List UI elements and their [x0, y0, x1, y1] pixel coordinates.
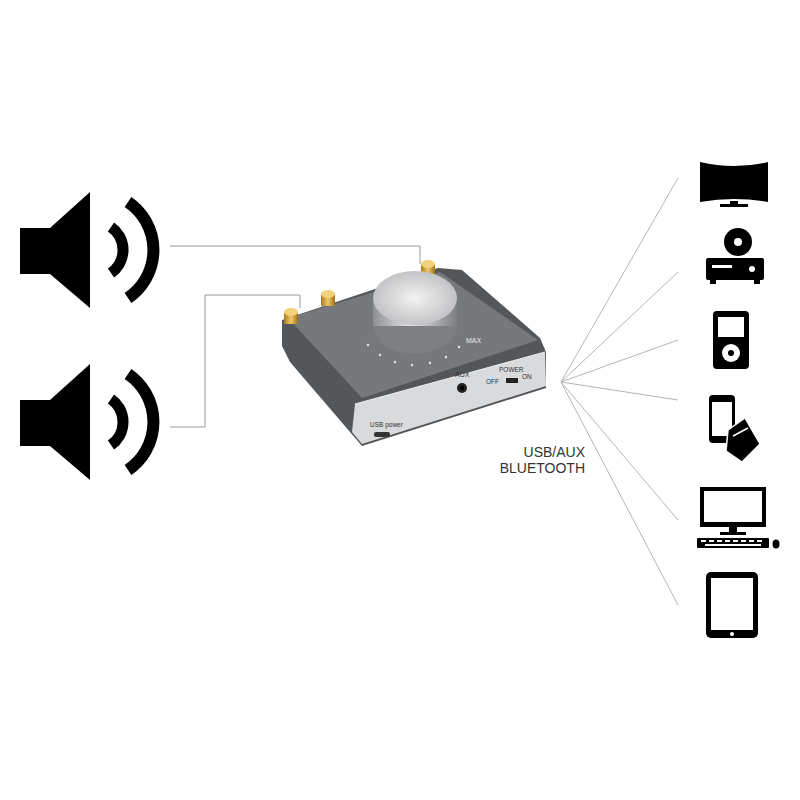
device-icons — [697, 162, 780, 638]
speaker-icon — [20, 192, 153, 308]
knob-scale-label: MAX — [466, 337, 481, 345]
speaker-icon — [20, 364, 153, 480]
amplifier-illustration — [282, 260, 546, 446]
switch-label: OFF — [486, 378, 499, 385]
switch-label: POWER — [499, 366, 524, 373]
connection-label: USB/AUX BLUETOOTH — [485, 444, 585, 476]
source-lines — [561, 178, 678, 605]
port-label: USB power — [370, 421, 403, 428]
switch-label: ON — [522, 373, 532, 380]
port-label: AUX — [455, 371, 469, 379]
